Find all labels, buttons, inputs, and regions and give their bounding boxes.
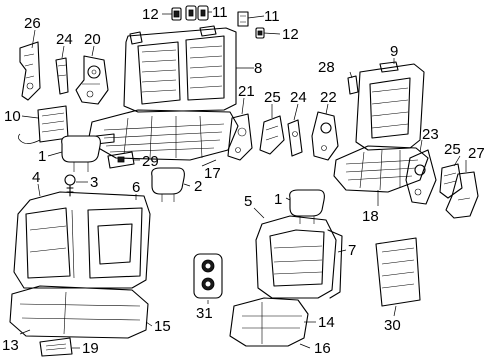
callout-23: 23 — [422, 126, 439, 143]
callout-31: 31 — [196, 305, 213, 322]
callout-25: 25 — [264, 89, 281, 106]
callout-5: 5 — [244, 193, 252, 210]
part-buckle-plate — [107, 151, 135, 169]
callout-3: 3 — [90, 174, 98, 191]
callout-1: 1 — [38, 148, 46, 165]
part-bracket-left-upper — [19, 41, 41, 101]
callout-7: 7 — [348, 242, 356, 259]
part-small-bracket — [347, 75, 359, 95]
part-side-shield — [445, 171, 479, 219]
callout-22: 22 — [320, 89, 337, 106]
part-front-seatback-frame — [355, 61, 425, 151]
part-rear-cushion-frame — [87, 109, 239, 161]
callout-12: 12 — [282, 26, 299, 43]
part-front-cushion-cover — [229, 297, 309, 347]
part-recliner-left-upper — [75, 55, 109, 105]
part-hinge-center — [227, 113, 253, 161]
part-recliner-right — [405, 149, 437, 205]
callout-24: 24 — [290, 89, 307, 106]
callout-21: 21 — [238, 83, 255, 100]
callout-24: 24 — [56, 31, 73, 48]
callout-1: 1 — [274, 191, 282, 208]
callout-4: 4 — [32, 169, 40, 186]
part-recliner-center — [311, 111, 339, 161]
callout-16: 16 — [314, 340, 331, 357]
part-rear-back-cover — [13, 191, 151, 289]
part-clip-top-center — [185, 5, 209, 21]
callout-27: 27 — [468, 145, 485, 162]
part-clip-top-left — [171, 7, 182, 21]
callout-29: 29 — [142, 153, 159, 170]
part-headrest-left — [61, 135, 101, 172]
part-clip-right — [255, 27, 265, 39]
callout-9: 9 — [390, 43, 398, 60]
part-trim-cover-center — [259, 115, 285, 155]
part-headrest-right — [289, 189, 325, 224]
part-rear-cushion-cover — [9, 285, 149, 339]
part-armrest-pad — [18, 105, 69, 144]
part-headrest-center — [151, 167, 185, 202]
callout-10: 10 — [4, 108, 21, 125]
part-back-panel — [375, 237, 421, 307]
callout-25: 25 — [444, 141, 461, 158]
callout-8: 8 — [254, 60, 262, 77]
part-cupholder — [193, 253, 223, 299]
part-clip-top-right — [237, 11, 249, 27]
callout-13: 13 — [2, 337, 19, 354]
leader-lines — [19, 11, 467, 349]
callout-2: 2 — [194, 178, 202, 195]
callout-15: 15 — [154, 318, 171, 335]
part-bracket-pad — [39, 337, 73, 357]
callout-26: 26 — [24, 15, 41, 32]
part-trim-cover-right — [439, 163, 463, 199]
callout-19: 19 — [82, 340, 99, 357]
callout-17: 17 — [204, 165, 221, 182]
part-front-back-cover — [255, 215, 337, 299]
part-rear-seatback-frame — [123, 25, 237, 113]
callout-14: 14 — [318, 314, 335, 331]
part-hinge-left-upper — [55, 57, 69, 95]
callout-20: 20 — [84, 31, 101, 48]
callout-18: 18 — [362, 208, 379, 225]
part-hinge-center-right — [287, 119, 303, 157]
callout-28: 28 — [318, 59, 335, 76]
callouts: 26 24 20 12 11 11 12 8 9 28 10 21 25 24 … — [2, 4, 485, 357]
callout-30: 30 — [384, 317, 401, 334]
callout-12: 12 — [142, 6, 159, 23]
callout-11: 11 — [264, 8, 280, 25]
part-front-cushion-frame — [333, 145, 429, 193]
callout-11: 11 — [212, 4, 228, 21]
callout-6: 6 — [132, 179, 140, 196]
part-front-back-panel — [327, 229, 343, 299]
